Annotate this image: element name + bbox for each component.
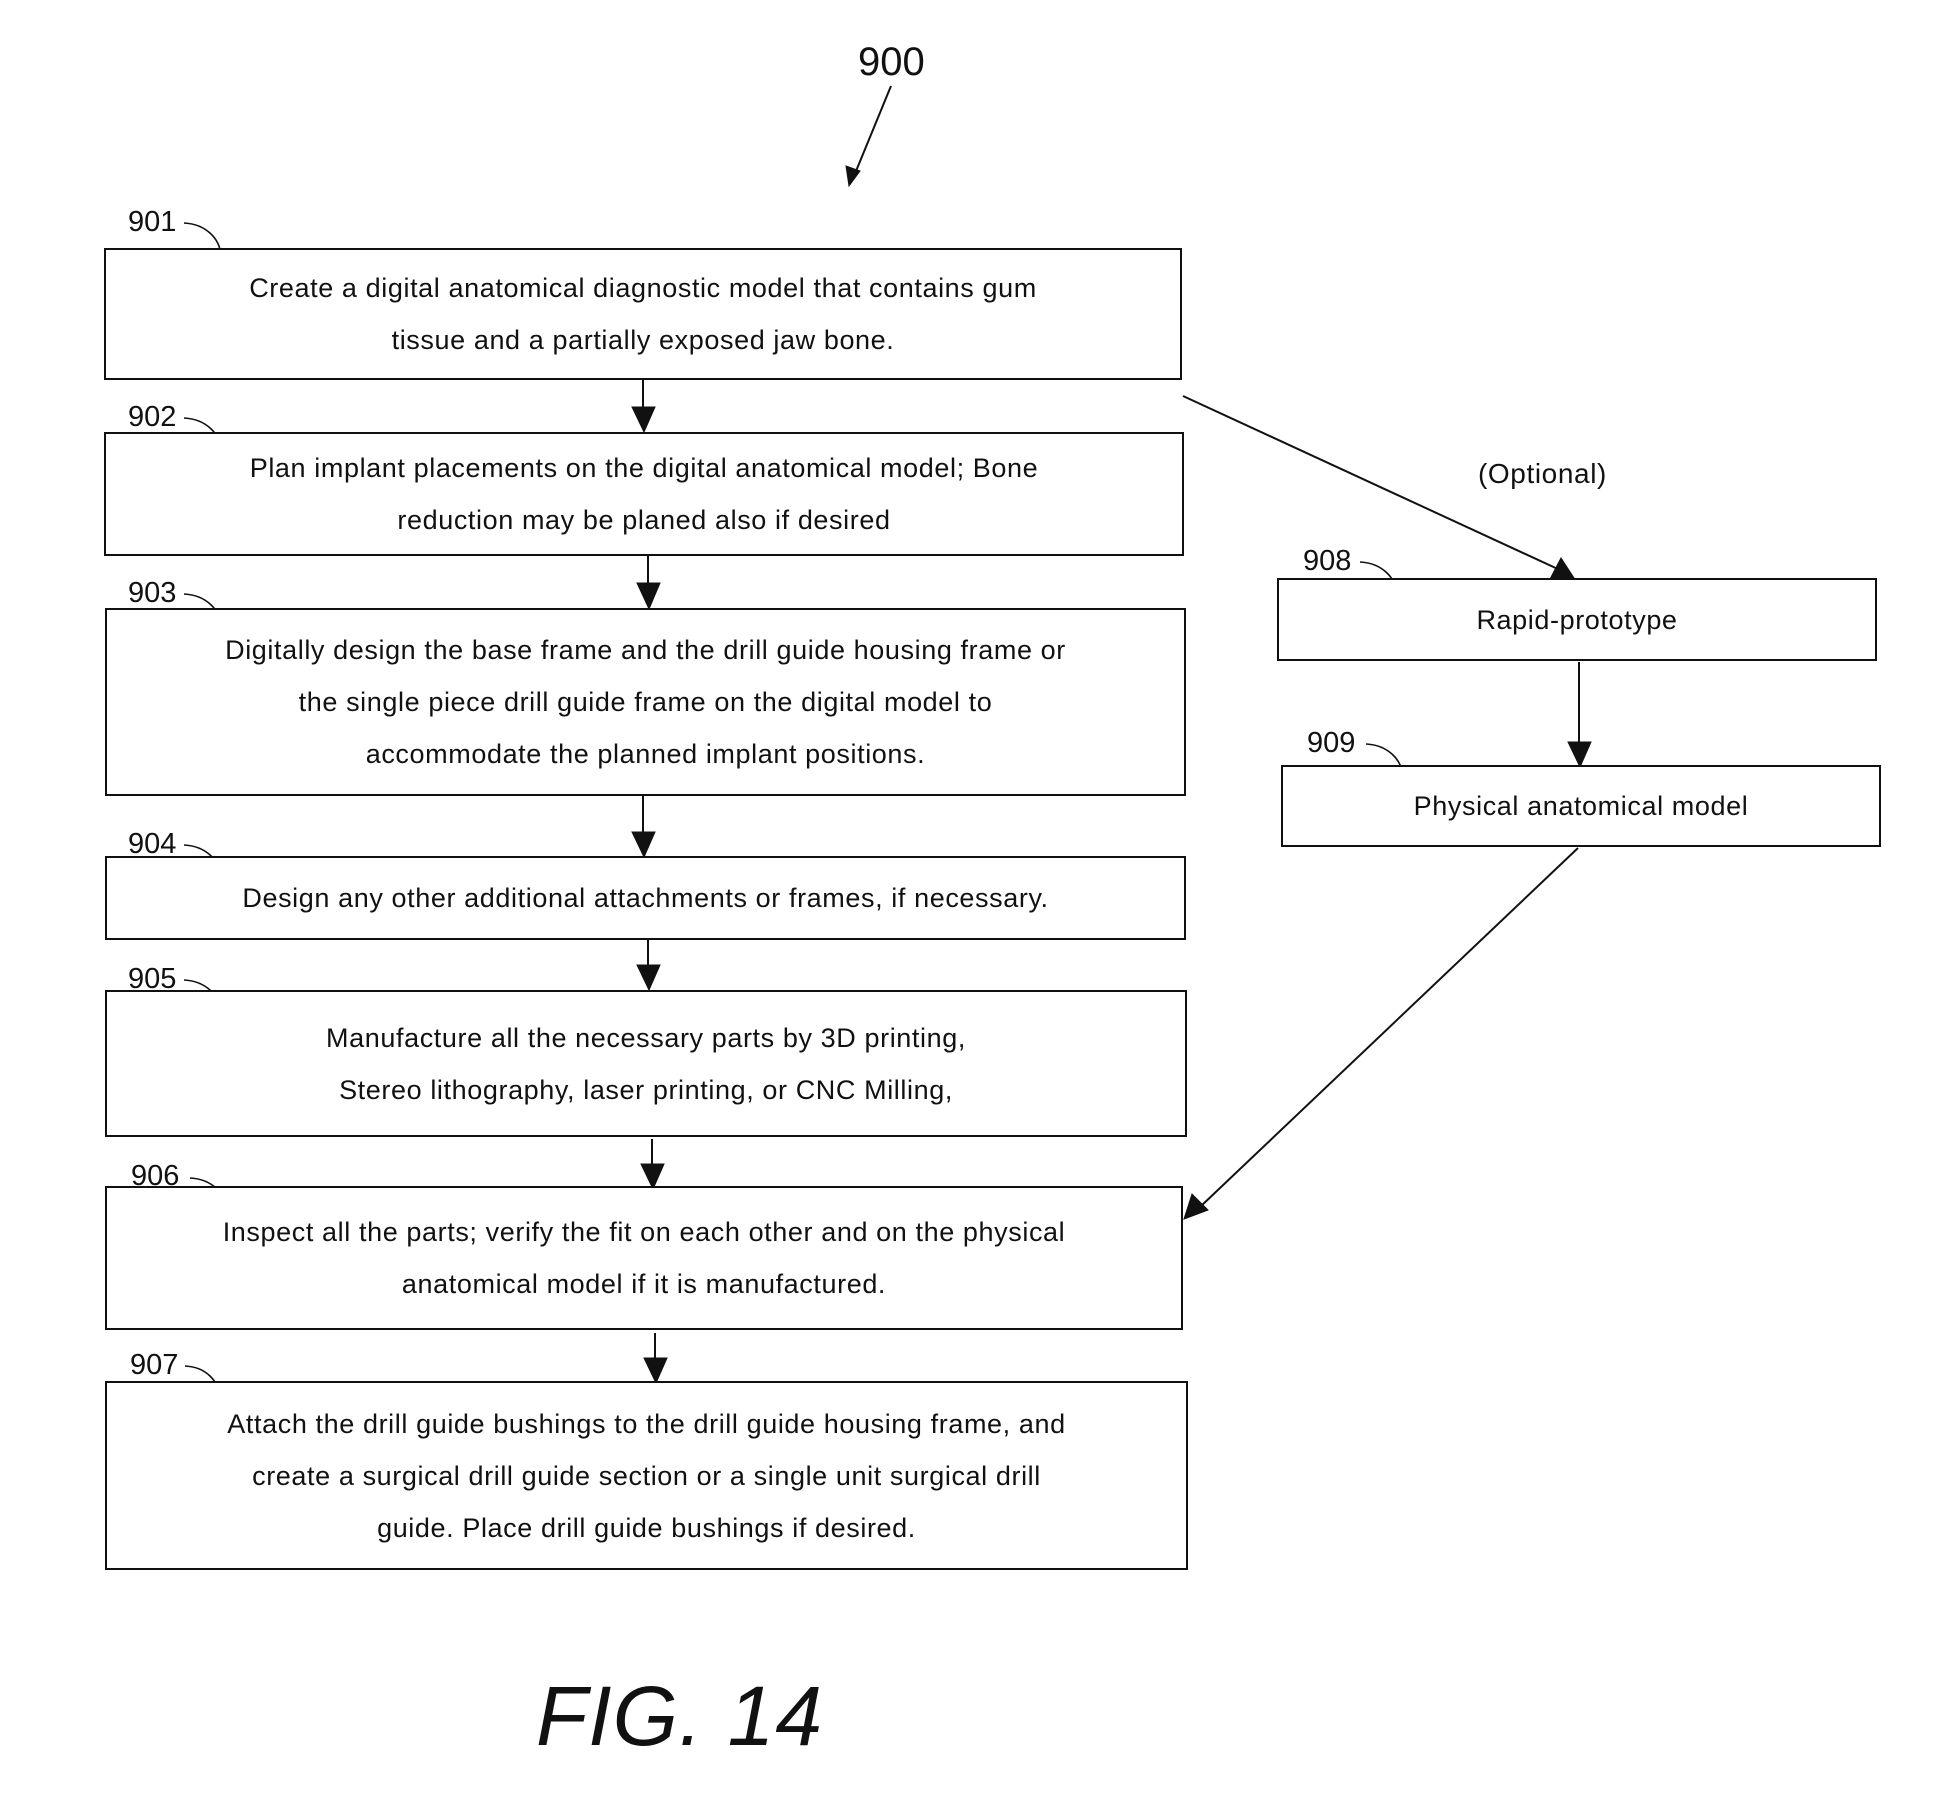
- arrowhead-901-902: [632, 407, 655, 432]
- arrowhead-906-907: [644, 1358, 667, 1383]
- step-ref-902: 902: [128, 402, 176, 432]
- figure-reference-number: 900: [858, 40, 925, 84]
- arrowhead-908-909: [1568, 742, 1591, 767]
- step-box-907: Attach the drill guide bushings to the d…: [105, 1381, 1188, 1570]
- step-ref-903: 903: [128, 578, 176, 608]
- step-box-901: Create a digital anatomical diagnostic m…: [104, 248, 1182, 380]
- step-text-908: Rapid-prototype: [1476, 594, 1677, 646]
- step-ref-907: 907: [130, 1350, 178, 1380]
- step-text-902: Plan implant placements on the digital a…: [250, 442, 1039, 546]
- arrowhead-902-903: [637, 583, 660, 609]
- figure-caption: FIG. 14: [536, 1668, 823, 1764]
- step-box-906: Inspect all the parts; verify the fit on…: [105, 1186, 1183, 1330]
- step-box-908: Rapid-prototype: [1277, 578, 1877, 661]
- arrowhead-903-904: [632, 832, 655, 857]
- step-ref-909: 909: [1307, 728, 1355, 758]
- step-box-902: Plan implant placements on the digital a…: [104, 432, 1184, 556]
- figure-pointer-line: [854, 86, 891, 176]
- step-text-906: Inspect all the parts; verify the fit on…: [223, 1206, 1066, 1310]
- step-ref-908: 908: [1303, 546, 1351, 576]
- step-text-903: Digitally design the base frame and the …: [225, 624, 1066, 780]
- arrowhead-909-906: [1184, 1194, 1208, 1219]
- step-ref-901: 901: [128, 207, 176, 237]
- step-text-905: Manufacture all the necessary parts by 3…: [326, 1012, 966, 1116]
- arrowhead-904-905: [637, 965, 660, 990]
- step-ref-904: 904: [128, 829, 176, 859]
- step-text-901: Create a digital anatomical diagnostic m…: [249, 262, 1037, 366]
- optional-label: (Optional): [1478, 458, 1607, 490]
- step-box-909: Physical anatomical model: [1281, 765, 1881, 847]
- step-text-909: Physical anatomical model: [1414, 780, 1749, 832]
- step-text-907: Attach the drill guide bushings to the d…: [227, 1398, 1065, 1554]
- arrow-909-906: [1200, 848, 1578, 1207]
- step-text-904: Design any other additional attachments …: [242, 872, 1048, 924]
- step-box-905: Manufacture all the necessary parts by 3…: [105, 990, 1187, 1137]
- step-box-904: Design any other additional attachments …: [105, 856, 1186, 940]
- step-box-903: Digitally design the base frame and the …: [105, 608, 1186, 796]
